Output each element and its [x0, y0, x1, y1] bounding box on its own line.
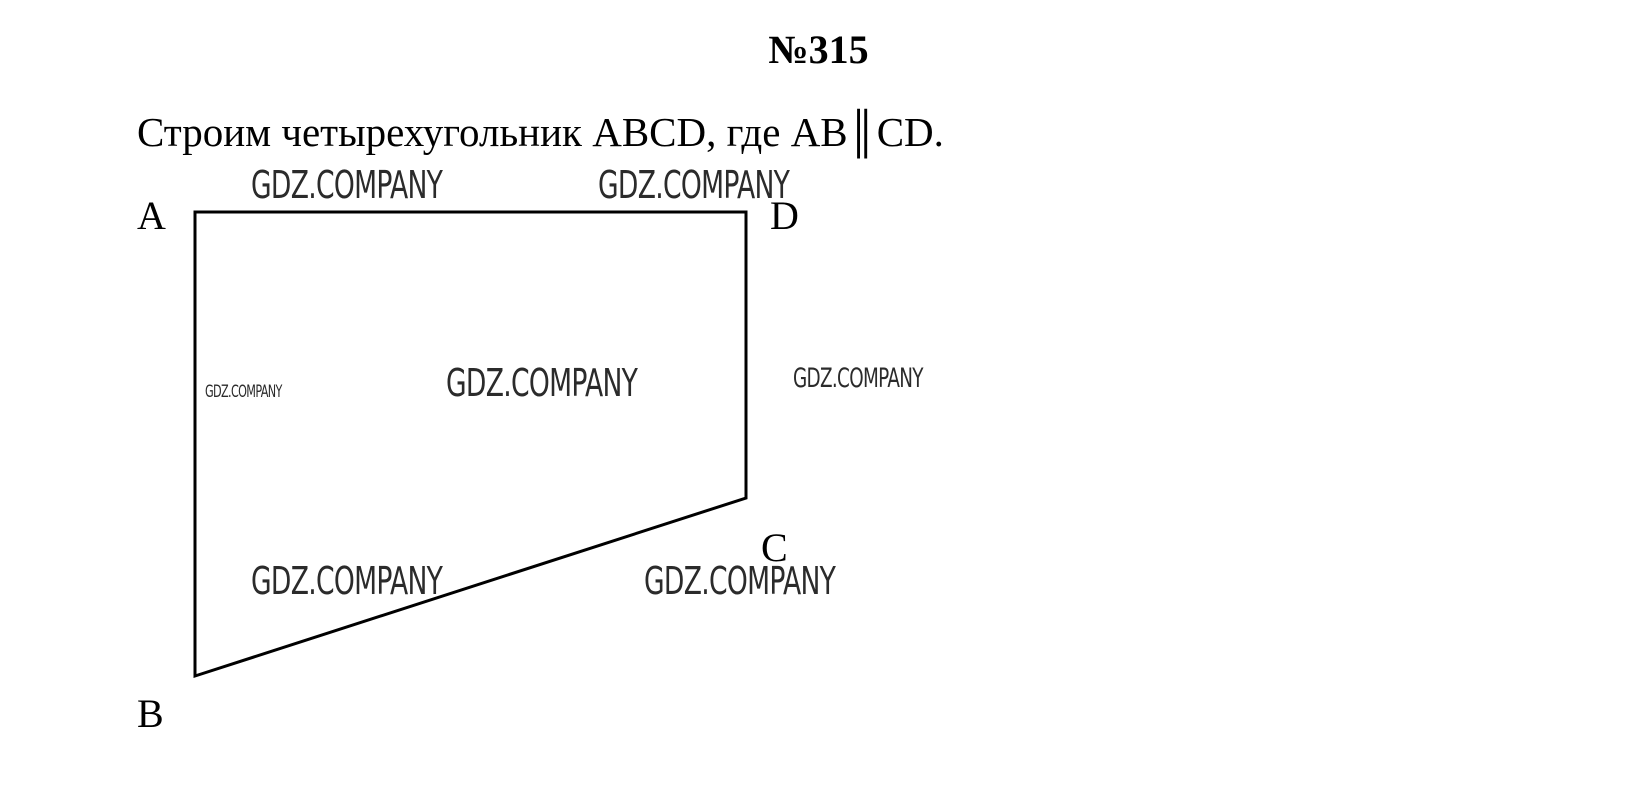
- vertex-label-d: D: [770, 193, 799, 238]
- problem-number: №315: [0, 26, 1643, 74]
- quadrilateral-abcd: [193, 210, 748, 679]
- problem-number-text: №315: [768, 27, 869, 72]
- vertex-label-c: C: [761, 525, 788, 570]
- vertex-label-b: B: [137, 691, 164, 736]
- vertex-label-a: A: [137, 193, 166, 238]
- watermark-text: GDZ.COMPANY: [251, 163, 443, 207]
- watermark-text: GDZ.COMPANY: [644, 559, 836, 603]
- watermark-text: GDZ.COMPANY: [251, 559, 443, 603]
- problem-statement: Строим четырехугольник ABCD, где AB║CD.: [137, 109, 944, 155]
- watermark-text: GDZ.COMPANY: [205, 382, 282, 402]
- watermark-text: GDZ.COMPANY: [598, 163, 790, 207]
- watermark-text: GDZ.COMPANY: [446, 361, 638, 405]
- watermark-text: GDZ.COMPANY: [793, 363, 924, 394]
